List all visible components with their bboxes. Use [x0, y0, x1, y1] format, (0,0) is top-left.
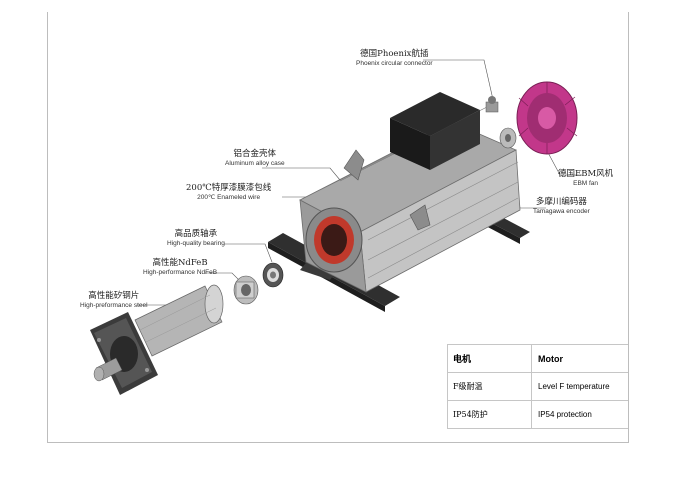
phoenix-connector — [485, 96, 499, 113]
label-enameled-wire: 200℃特厚漆膜漆包线 200℃ Enameled wire — [186, 183, 272, 201]
spec-row-en: Level F temperature — [531, 372, 628, 401]
spec-header-zh: 电机 — [447, 344, 532, 373]
label-ndfeb: 高性能NdFeB High-performance NdFeB — [143, 258, 218, 276]
label-aluminum-case: 铝合金壳体 Aluminum alloy case — [225, 149, 285, 167]
spec-row-en: IP54 protection — [531, 400, 628, 429]
label-zh: 高性能矽钢片 — [88, 291, 140, 301]
junction-box — [390, 92, 480, 170]
label-phoenix-connector: 德国Phoenix航插 Phoenix circular connector — [356, 49, 433, 67]
spec-header-row: 电机 Motor — [447, 344, 628, 373]
spec-row: F级耐温 Level F temperature — [447, 372, 628, 401]
encoder — [499, 127, 517, 149]
label-zh: 高品质轴承 — [174, 229, 218, 239]
label-en: Aluminum alloy case — [225, 159, 285, 167]
label-en: Tamagawa encoder — [533, 207, 590, 215]
motor-housing — [299, 103, 521, 293]
label-ebm-fan: 德国EBM风机 EBM fan — [558, 169, 614, 187]
label-zh: 高性能NdFeB — [152, 258, 208, 268]
spec-row-zh: F级耐温 — [447, 372, 532, 401]
label-en: High-performance NdFeB — [143, 268, 218, 276]
spec-row-zh: IP54防护 — [447, 400, 532, 429]
label-en: EBM fan — [573, 179, 599, 187]
spec-row: IP54防护 IP54 protection — [447, 400, 628, 429]
label-zh: 德国Phoenix航插 — [360, 49, 429, 59]
ndfeb-magnets — [233, 275, 259, 305]
label-en: Phoenix circular connector — [356, 59, 433, 67]
spec-table: 电机 Motor F级耐温 Level F temperature IP54防护… — [447, 344, 628, 429]
diagram-frame — [47, 12, 629, 443]
label-en: High-preformance steel — [80, 301, 148, 309]
label-en: 200℃ Enameled wire — [197, 193, 261, 201]
bearing — [262, 262, 284, 288]
label-zh: 德国EBM风机 — [558, 169, 614, 179]
label-zh: 多摩川编码器 — [535, 197, 587, 207]
output-shaft — [93, 357, 123, 382]
steel-rotor — [134, 284, 224, 357]
label-steel: 高性能矽钢片 High-preformance steel — [80, 291, 148, 309]
label-en: High-quality bearing — [167, 239, 225, 247]
label-tamagawa-encoder: 多摩川编码器 Tamagawa encoder — [533, 197, 590, 215]
label-zh: 200℃特厚漆膜漆包线 — [186, 183, 272, 193]
label-bearing: 高品质轴承 High-quality bearing — [167, 229, 225, 247]
spec-header-en: Motor — [531, 344, 628, 373]
label-zh: 铝合金壳体 — [233, 149, 277, 159]
ebm-fan — [516, 81, 578, 155]
